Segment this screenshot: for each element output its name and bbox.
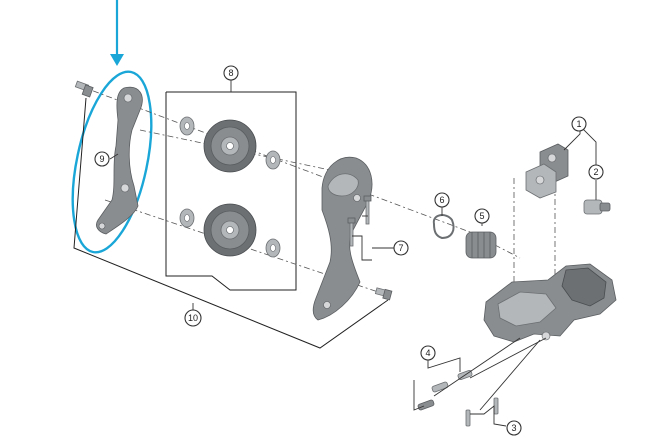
pulley-box-8 [165, 91, 297, 291]
cage-bolt [74, 80, 94, 98]
cable-lines [433, 337, 547, 411]
callout-10: 10 [184, 309, 202, 327]
callout-4: 4 [420, 345, 436, 361]
callout-7: 7 [393, 240, 409, 256]
screw-set-7 [347, 195, 372, 261]
highlight-ellipse [71, 70, 153, 254]
svg-text:7: 7 [398, 243, 403, 253]
svg-text:9: 9 [99, 154, 104, 164]
callout-1: 1 [571, 116, 587, 132]
adjuster-assembly-1 [525, 143, 569, 199]
callout-3: 3 [506, 420, 522, 436]
leader-1 [563, 124, 597, 168]
svg-text:3: 3 [511, 423, 516, 433]
upper-pulley [203, 119, 257, 173]
callout-6: 6 [434, 192, 450, 208]
inner-cage-plate [96, 86, 143, 235]
pulley-set [179, 116, 281, 258]
spring-5 [465, 222, 497, 259]
svg-text:2: 2 [593, 167, 598, 177]
callout-2: 2 [588, 164, 604, 180]
clip-6 [432, 206, 455, 240]
callout-5: 5 [474, 208, 490, 224]
svg-text:6: 6 [439, 195, 444, 205]
barrel-adjuster-2 [583, 199, 611, 215]
lower-pulley [203, 203, 257, 257]
svg-text:4: 4 [425, 348, 430, 358]
callout-8: 8 [223, 65, 239, 81]
svg-text:1: 1 [576, 119, 581, 129]
outer-bolt [374, 287, 393, 301]
svg-text:10: 10 [188, 313, 198, 323]
svg-text:5: 5 [479, 211, 484, 221]
outer-cage-plate [312, 156, 373, 321]
bracket-10 [73, 97, 389, 349]
callout-9: 9 [94, 151, 110, 167]
highlight-arrow [110, 0, 124, 66]
svg-text:8: 8 [228, 68, 233, 78]
pins-3 [465, 397, 507, 427]
derailleur-body [483, 263, 617, 343]
screws-4 [413, 357, 473, 411]
